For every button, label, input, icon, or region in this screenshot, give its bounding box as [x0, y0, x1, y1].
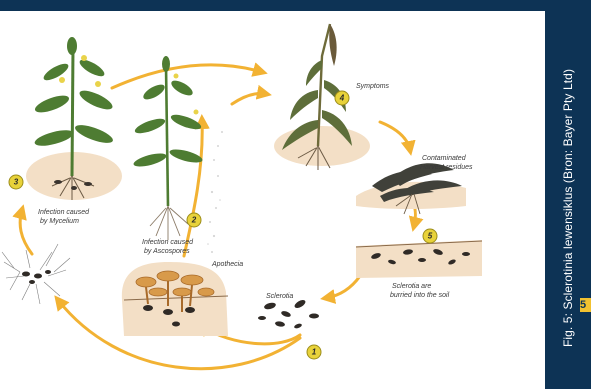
badge-3-number: 3	[14, 178, 19, 187]
ascospore-trail	[205, 131, 223, 271]
label-ascospores-line1: Infection caused	[142, 239, 194, 246]
label-ascospores-line2: by Ascospores	[144, 248, 190, 255]
sclerotia-cluster	[258, 298, 319, 329]
badge-4: 4	[335, 91, 349, 105]
arrow-mycelium-to-plant1	[20, 210, 32, 254]
apothecia	[122, 262, 228, 336]
page-marker: 5	[580, 298, 591, 312]
mycelium	[2, 244, 70, 304]
figure-caption: Fig. 5: Sclerotinia lewensiklus (Bron: B…	[561, 69, 575, 347]
plant-symptoms	[274, 24, 370, 170]
badge-3: 3	[9, 175, 23, 189]
arrow-apothecia-to-plant2	[184, 120, 202, 256]
badge-5: 5	[423, 229, 437, 243]
badge-1: 1	[307, 345, 321, 359]
arrow-symptoms-to-residues	[380, 122, 410, 150]
badge-2: 2	[187, 213, 201, 227]
badge-2-number: 2	[191, 216, 197, 225]
badge-5-number: 5	[428, 232, 433, 241]
label-mycelium-line1: Infection caused	[38, 209, 90, 216]
label-residues-line2: Harvest residues	[420, 164, 473, 171]
label-apothecia: Apothecia	[211, 261, 243, 268]
label-buried-line2: burried into the soil	[390, 292, 450, 299]
plant-mycelium-infection	[26, 37, 122, 200]
badge-4-number: 4	[339, 94, 345, 103]
label-sclerotia: Sclerotia	[266, 293, 293, 300]
label-mycelium-line2: by Mycelium	[40, 218, 79, 225]
badge-1-number: 1	[312, 348, 317, 357]
arrow-plant2-to-symptoms	[232, 93, 266, 104]
arrow-5-to-sclerotia	[326, 276, 360, 298]
label-symptoms: Symptoms	[356, 83, 390, 90]
buried-sclerotia	[356, 240, 482, 278]
arrow-plant1-to-symptoms	[112, 65, 262, 88]
label-buried-line1: Sclerotia are	[392, 283, 431, 290]
label-residues-line1: Contaminated	[422, 155, 467, 162]
